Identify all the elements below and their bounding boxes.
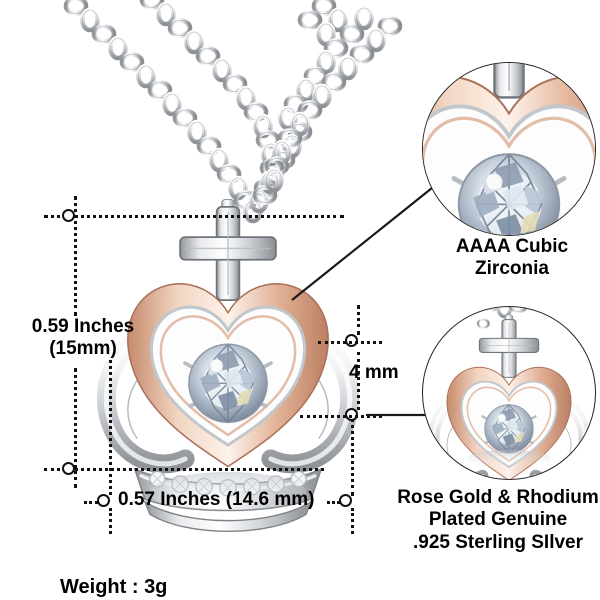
dim-width-left-ring — [97, 494, 110, 507]
leader-line-stone — [291, 187, 433, 301]
dimension-width-label: 0.57 Inches (14.6 mm) — [118, 489, 315, 510]
callout-chain-links — [470, 307, 541, 319]
magnified-full-pendant — [423, 307, 595, 479]
dim-height-axis-upper — [74, 196, 77, 316]
dimension-height-label: 0.59 Inches (15mm) — [31, 316, 135, 360]
dim-height-top-ring — [62, 209, 75, 222]
dim-depth-top-leader — [318, 341, 382, 344]
callout-chain — [476, 318, 490, 329]
dim-width-left-dots — [84, 501, 98, 504]
dim-width-left-tail — [109, 508, 112, 534]
dim-depth-axis-mid — [357, 352, 360, 410]
dim-width-right-ring — [339, 494, 352, 507]
callout-material-magnifier — [422, 306, 596, 480]
dim-height-bottom-ring — [62, 462, 75, 475]
product-weight-label: Weight : 3g — [60, 576, 168, 598]
magnified-cubic-zirconia-stone — [423, 63, 595, 235]
dim-height-axis-lower — [74, 368, 77, 488]
dim-width-right-dots — [327, 501, 340, 504]
dim-depth-bottom-leader — [300, 415, 382, 418]
dim-width-right-tail — [351, 508, 354, 534]
dim-width-left-extension — [109, 360, 112, 495]
dim-depth-axis-upper — [357, 305, 360, 335]
crown-pendant — [106, 199, 349, 531]
dim-width-right-extension — [351, 418, 354, 496]
callout-stone-label: AAAA Cubic Zirconia — [455, 236, 569, 280]
dimension-depth-label: 4 mm — [349, 362, 399, 383]
callout-material-label: Rose Gold & Rhodium Plated Genuine .925 … — [397, 487, 599, 553]
dim-height-bottom-leader — [44, 468, 324, 471]
callout-stone-magnifier — [422, 62, 596, 236]
necklace-chain — [66, 0, 400, 221]
dim-height-top-leader — [44, 215, 344, 218]
